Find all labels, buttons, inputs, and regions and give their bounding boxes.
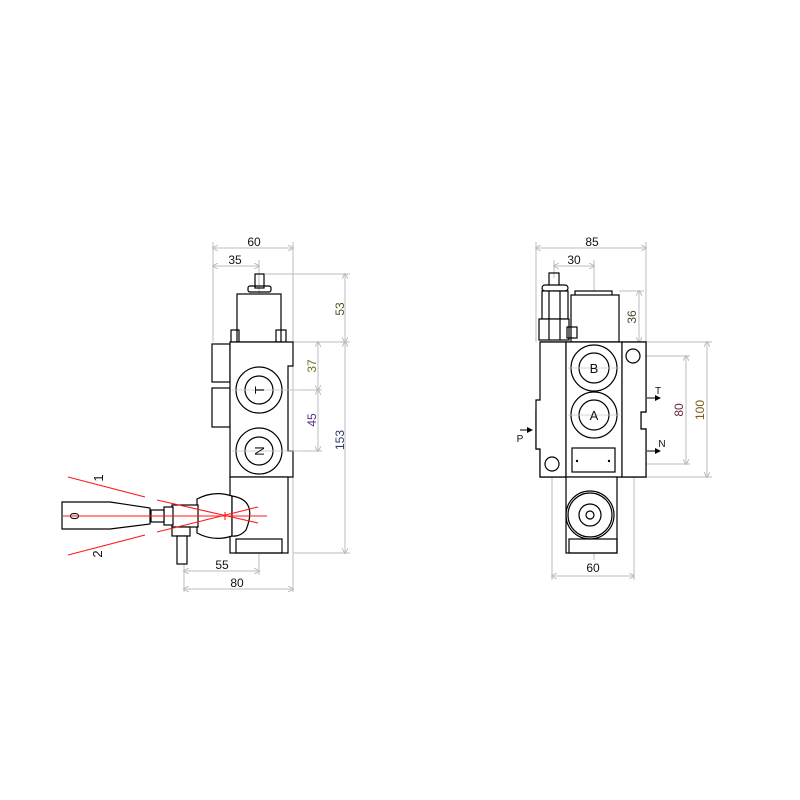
dim-53: 53 <box>333 302 347 316</box>
dim-37: 37 <box>305 359 319 373</box>
front-view: 85 30 36 80 100 60 B A T N P <box>517 235 712 580</box>
dim-30: 30 <box>567 253 581 267</box>
port-n-front-label: N <box>658 439 665 450</box>
dim-80-side: 80 <box>230 576 244 590</box>
port-n-label: N <box>252 446 267 455</box>
lever-position-1: 1 <box>91 474 106 481</box>
dim-36: 36 <box>625 310 639 324</box>
dim-85: 85 <box>585 235 599 249</box>
lever-position-0: 0 <box>67 512 82 519</box>
port-a-label: A <box>590 408 599 423</box>
port-t-front-label: T <box>655 386 661 397</box>
port-t-label: T <box>252 386 267 394</box>
dim-60-side: 60 <box>247 235 261 249</box>
port-p-label: P <box>517 434 524 445</box>
dim-100: 100 <box>693 400 707 420</box>
dim-153: 153 <box>333 430 347 450</box>
side-view: 60 35 53 153 37 45 55 80 T N 0 1 2 <box>61 235 350 592</box>
port-b-label: B <box>590 361 599 376</box>
lever-position-2: 2 <box>90 550 105 557</box>
dim-80-front: 80 <box>672 403 686 417</box>
dim-60-front: 60 <box>586 561 600 575</box>
dim-35-side: 35 <box>228 253 242 267</box>
dim-45: 45 <box>305 413 319 427</box>
dim-55: 55 <box>215 558 229 572</box>
